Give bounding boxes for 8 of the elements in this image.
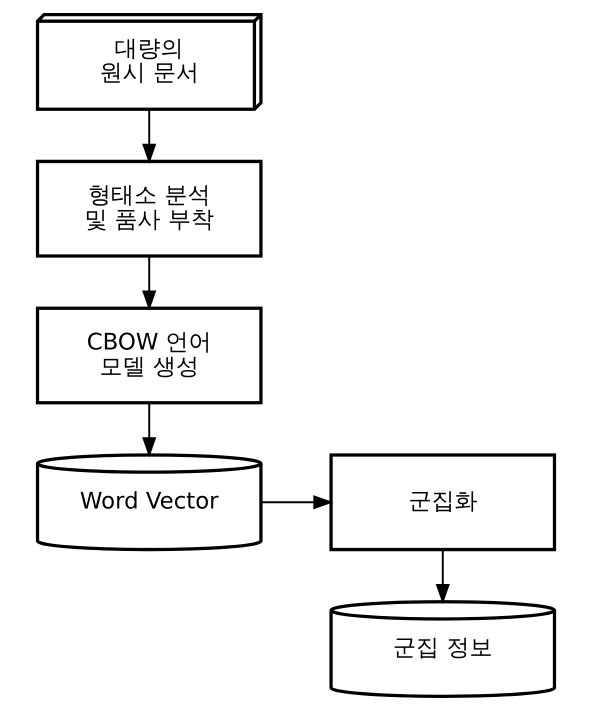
arrow: [142, 110, 156, 164]
arrow: [260, 495, 334, 510]
node-box: 군집화: [328, 453, 556, 552]
arrow: [142, 403, 156, 458]
node-box: CBOW 언어 모델 생성: [35, 306, 262, 404]
arrow: [142, 256, 156, 311]
node-box: 형태소 분석 및 품사 부착: [35, 160, 262, 258]
arrow: [435, 550, 450, 604]
